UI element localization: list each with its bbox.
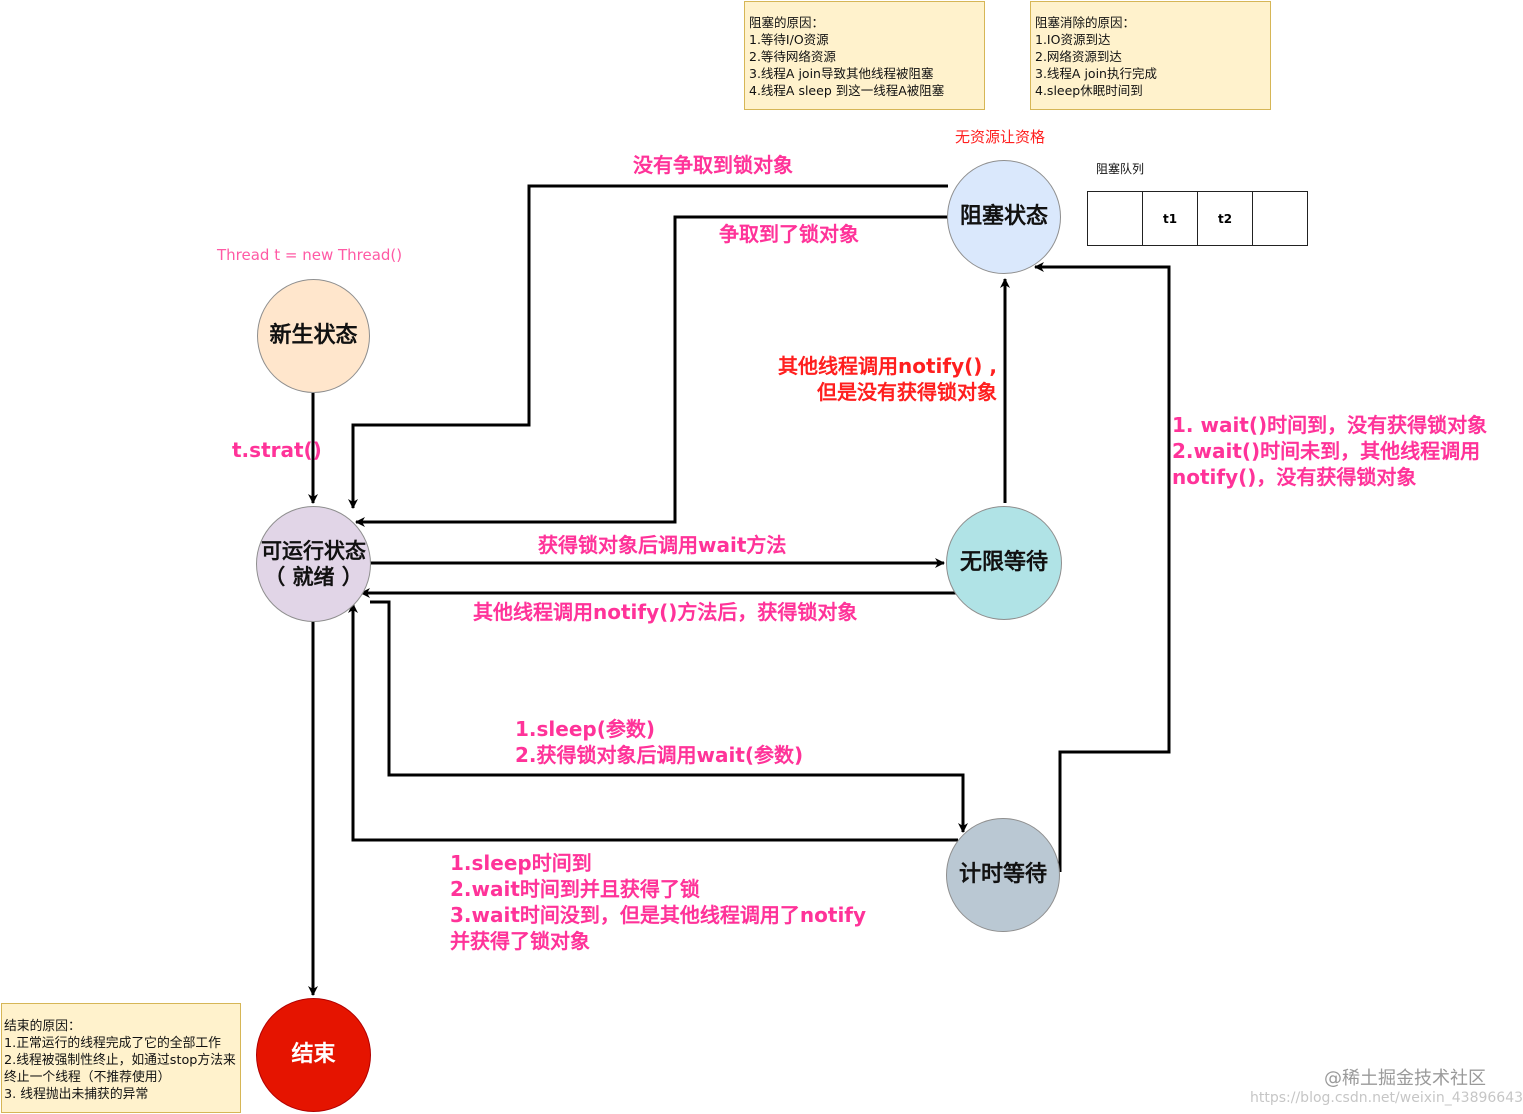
label-line: 1.sleep时间到 bbox=[450, 851, 592, 875]
block-reasons-note: 阻塞的原因： 1.等待I/O资源 2.等待网络资源 3.线程A join导致其他… bbox=[744, 1, 985, 110]
edge-runnable-to-timed bbox=[370, 600, 968, 833]
notify-no-lock-label: 其他线程调用notify() , 但是没有获得锁对象 bbox=[778, 353, 997, 405]
state-new-label: 新生状态 bbox=[269, 323, 358, 348]
note-line: 1.等待I/O资源 bbox=[749, 32, 829, 47]
end-reasons-note: 结束的原因： 1.正常运行的线程完成了它的全部工作 2.线程被强制性终止，如通过… bbox=[1, 1003, 241, 1113]
thread-new-label: Thread t = new Thread() bbox=[217, 246, 403, 264]
note-line: 4.线程A sleep 到这一线程A被阻塞 bbox=[749, 83, 945, 98]
note-line: 2.等待网络资源 bbox=[749, 49, 836, 64]
sleep-wait-param-label: 1.sleep(参数) 2.获得锁对象后调用wait(参数) bbox=[515, 716, 803, 768]
note-line: 1.正常运行的线程完成了它的全部工作 bbox=[4, 1036, 221, 1051]
note-line: 阻塞消除的原因： bbox=[1035, 15, 1136, 30]
state-timed-label: 计时等待 bbox=[958, 862, 1047, 887]
state-blocked-label: 阻塞状态 bbox=[959, 204, 1048, 229]
state-runnable-sublabel: （ 就绪 ） bbox=[264, 565, 363, 589]
timed-to-blocked-label: 1. wait()时间到，没有获得锁对象 2.wait()时间未到，其他线程调用… bbox=[1172, 412, 1487, 490]
wait-call-label: 获得锁对象后调用wait方法 bbox=[538, 533, 787, 557]
label-line: 其他线程调用notify() , bbox=[778, 354, 997, 378]
label-line: 2.wait时间到并且获得了锁 bbox=[450, 877, 700, 901]
no-resource-label: 无资源让资格 bbox=[955, 128, 1046, 146]
note-line: 结束的原因： bbox=[4, 1019, 81, 1034]
no-lock-label: 没有争取到锁对象 bbox=[633, 153, 793, 177]
timed-return-label: 1.sleep时间到 2.wait时间到并且获得了锁 3.wait时间没到，但是… bbox=[450, 850, 866, 954]
queue-cell bbox=[1087, 191, 1143, 246]
edge-blocked-no-lock bbox=[348, 184, 948, 509]
state-runnable: 可运行状态 （ 就绪 ） bbox=[256, 506, 371, 622]
queue-cell: t1 bbox=[1142, 191, 1198, 246]
queue-cell bbox=[1252, 191, 1308, 246]
blocked-queue-title: 阻塞队列 bbox=[1096, 162, 1145, 176]
label-line: 3.wait时间没到，但是其他线程调用了notify bbox=[450, 903, 867, 927]
state-runnable-label: 可运行状态 bbox=[261, 539, 366, 563]
note-line: 阻塞的原因： bbox=[749, 15, 825, 30]
label-line: 2.获得锁对象后调用wait(参数) bbox=[515, 743, 804, 767]
start-label: t.strat() bbox=[232, 438, 322, 462]
state-terminated: 结束 bbox=[256, 998, 371, 1112]
note-line: 4.sleep休眠时间到 bbox=[1035, 83, 1143, 98]
unblock-reasons-note: 阻塞消除的原因： 1.IO资源到达 2.网络资源到达 3.线程A join执行完… bbox=[1030, 1, 1271, 110]
blocked-queue: t1 t2 bbox=[1087, 191, 1308, 246]
note-line: 2.网络资源到达 bbox=[1035, 49, 1122, 64]
notify-get-lock-label: 其他线程调用notify()方法后，获得锁对象 bbox=[473, 600, 858, 624]
note-line: 3.线程A join导致其他线程被阻塞 bbox=[749, 66, 934, 81]
edge-timed-to-blocked bbox=[1034, 262, 1171, 872]
got-lock-label: 争取到了锁对象 bbox=[719, 222, 859, 246]
state-new: 新生状态 bbox=[257, 279, 370, 393]
state-waiting-label: 无限等待 bbox=[959, 550, 1048, 575]
watermark-url: https://blog.csdn.net/weixin_43896643 bbox=[1250, 1090, 1523, 1106]
note-line: 3.线程A join执行完成 bbox=[1035, 66, 1157, 81]
queue-cell: t2 bbox=[1197, 191, 1253, 246]
label-line: 1. wait()时间到，没有获得锁对象 bbox=[1172, 413, 1488, 437]
note-line: 2.线程被强制性终止，如通过stop方法来终止一个线程（不推荐使用） bbox=[4, 1053, 236, 1085]
state-blocked: 阻塞状态 bbox=[947, 160, 1061, 274]
label-line: 2.wait()时间未到，其他线程调用 bbox=[1172, 439, 1481, 463]
watermark-brand: @稀土掘金技术社区 bbox=[1324, 1068, 1486, 1089]
edge-timed-to-runnable bbox=[348, 603, 958, 842]
note-line: 1.IO资源到达 bbox=[1035, 32, 1111, 47]
note-line: 3. 线程抛出未捕获的异常 bbox=[4, 1087, 149, 1102]
state-waiting: 无限等待 bbox=[946, 506, 1062, 620]
state-timed-waiting: 计时等待 bbox=[946, 818, 1060, 932]
state-terminated-label: 结束 bbox=[291, 1042, 336, 1067]
label-line: 并获得了锁对象 bbox=[450, 929, 590, 953]
label-line: 1.sleep(参数) bbox=[515, 717, 655, 741]
label-line: notify()，没有获得锁对象 bbox=[1172, 465, 1417, 489]
label-line: 但是没有获得锁对象 bbox=[816, 380, 997, 404]
edge-blocked-got-lock bbox=[355, 215, 947, 527]
